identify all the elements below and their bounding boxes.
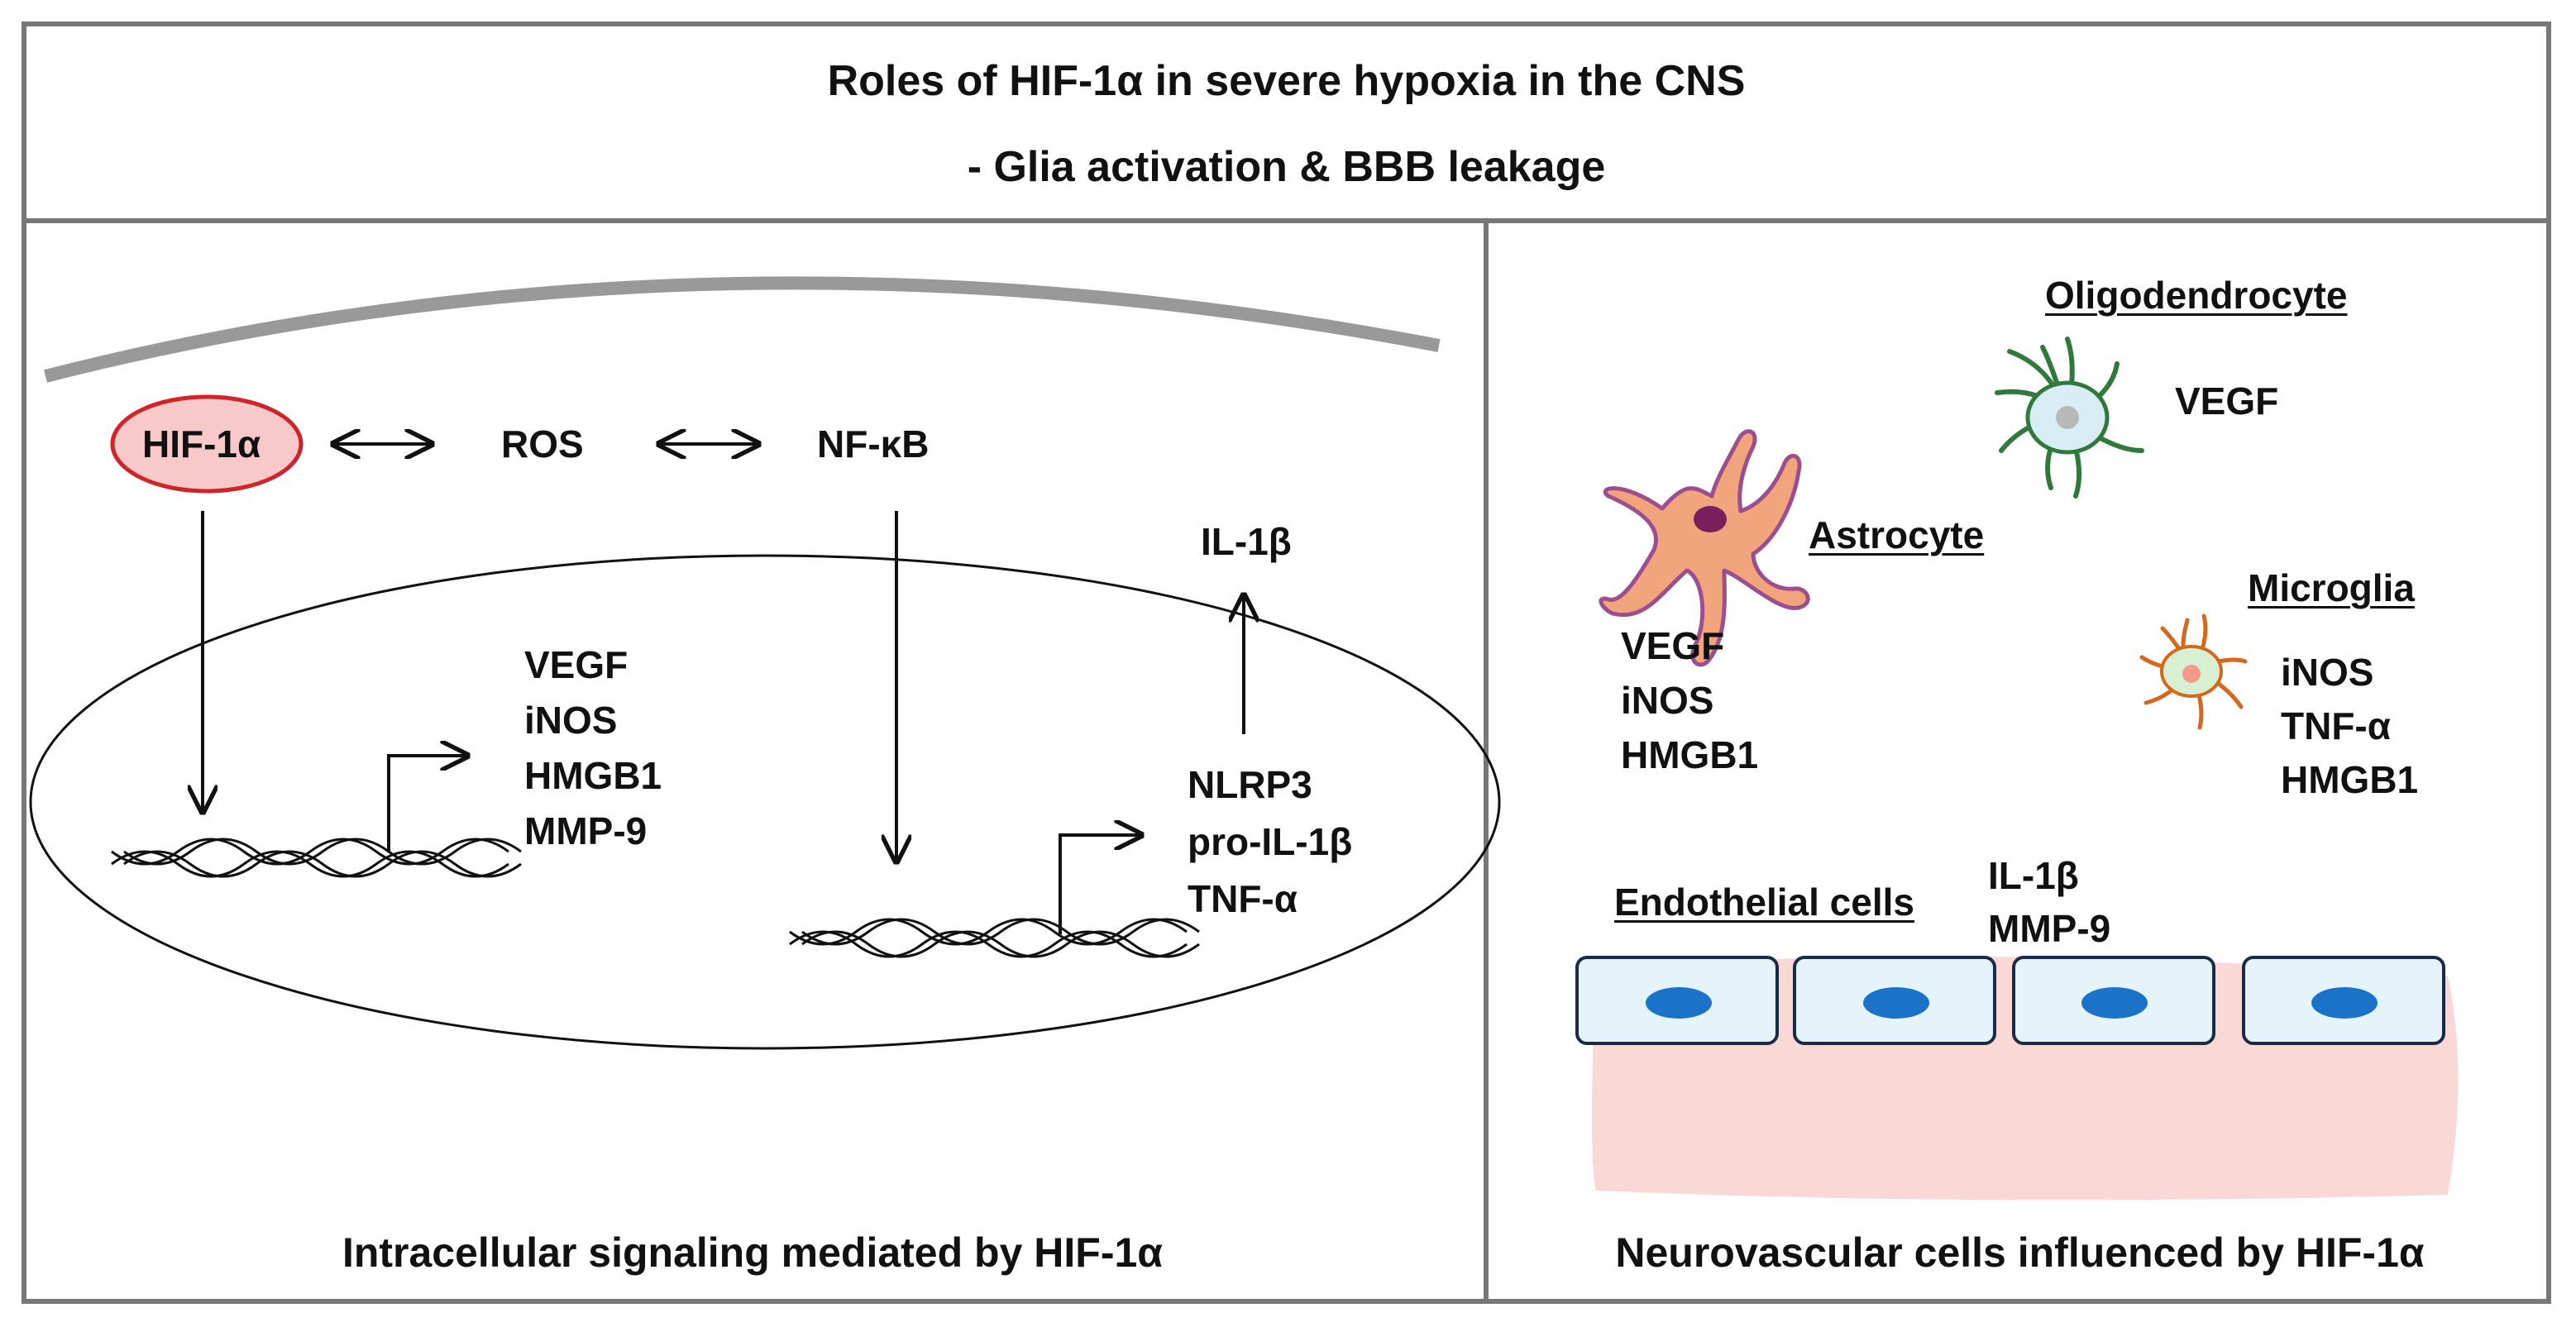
endothelial-label: Endothelial cells	[1614, 881, 1914, 924]
figure-subtitle: - Glia activation & BBB leakage	[967, 143, 1606, 191]
astrocyte-factor-vegf: VEGF	[1621, 624, 1725, 667]
hif-oval	[110, 394, 303, 494]
microglia-nucleus	[2182, 665, 2201, 683]
gene-mmp9: MMP-9	[524, 809, 648, 852]
ros-label: ROS	[501, 422, 584, 465]
gene-hmgb1: HMGB1	[524, 754, 662, 797]
gene-pro-il1b: pro-IL-1β	[1188, 820, 1353, 863]
endothelial-nucleus-3	[2081, 987, 2148, 1019]
astrocyte-factor-inos: iNOS	[1621, 679, 1714, 722]
nucleus	[29, 554, 1501, 1050]
figure-title: Roles of HIF-1α in severe hypoxia in the…	[827, 57, 1746, 105]
dna-helix-2	[789, 918, 1200, 958]
nfkb-label: NF-κB	[817, 422, 930, 465]
gene-vegf: VEGF	[524, 643, 628, 686]
panel-divider	[1484, 223, 1489, 1304]
gene-nlrp3: NLRP3	[1188, 763, 1312, 806]
gene-tnfa: TNF-α	[1188, 877, 1298, 920]
astrocyte-cell	[1599, 429, 1810, 667]
gene-inos: iNOS	[524, 699, 618, 742]
endothelial-cells	[1575, 956, 2445, 1045]
endothelial-nucleus-4	[2311, 987, 2378, 1019]
left-panel-caption: Intracellular signaling mediated by HIF-…	[342, 1229, 1164, 1276]
microglia-label: Microglia	[2248, 566, 2415, 609]
astrocyte-label: Astrocyte	[1809, 513, 1985, 556]
promoter-arrow-1	[387, 756, 467, 852]
endothelial-factor-il1b: IL-1β	[1988, 854, 2079, 897]
cell-membrane	[44, 276, 1441, 383]
microglia-factor-inos: iNOS	[2281, 651, 2374, 694]
microglia-factor-tnfa: TNF-α	[2281, 704, 2392, 747]
astrocyte-factor-hmgb1: HMGB1	[1621, 733, 1759, 776]
endothelial-factor-mmp9: MMP-9	[1988, 907, 2111, 950]
oligodendrocyte-factor-vegf: VEGF	[2175, 379, 2279, 422]
oligodendrocyte-label: Oligodendrocyte	[2045, 274, 2348, 317]
astrocyte-nucleus	[1694, 506, 1727, 532]
endothelial-nucleus-2	[1863, 987, 1929, 1019]
right-panel-caption: Neurovascular cells influenced by HIF-1α	[1615, 1229, 2425, 1276]
oligodendrocyte-nucleus	[2056, 406, 2079, 429]
il1b-label: IL-1β	[1201, 520, 1292, 563]
hif-label: HIF-1α	[142, 422, 261, 465]
microglia-factor-hmgb1: HMGB1	[2281, 758, 2419, 801]
figure-frame	[22, 21, 2551, 1304]
title-divider	[22, 218, 2551, 223]
endothelial-nucleus-1	[1646, 987, 1712, 1019]
promoter-arrow-2	[1059, 835, 1141, 934]
dna-helix-1	[111, 838, 522, 878]
